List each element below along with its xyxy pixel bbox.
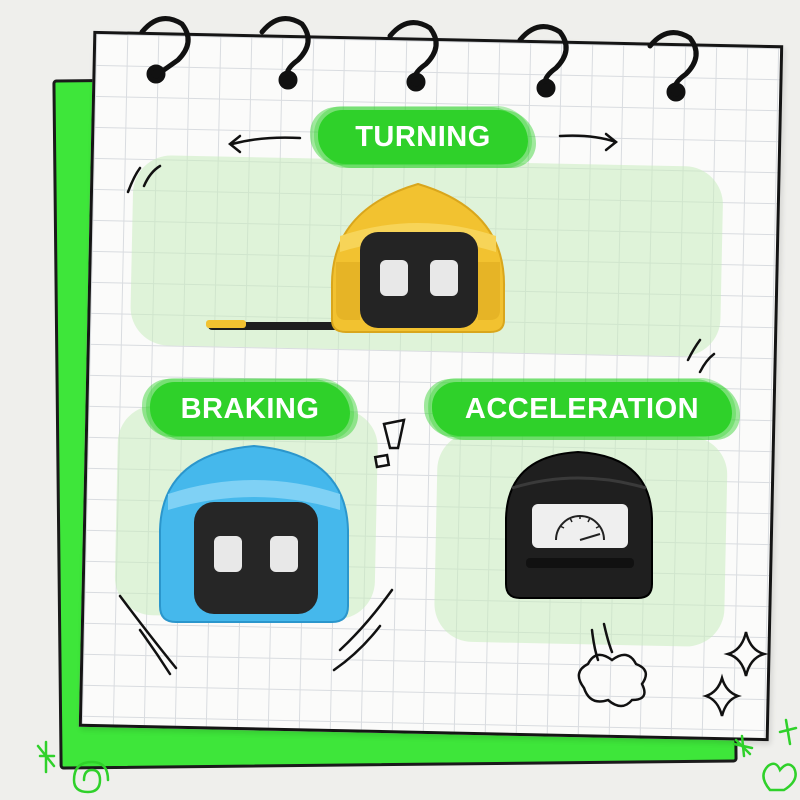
robot-face-screen [360,232,478,328]
puff-cloud-icon [577,653,648,708]
arrow-left-icon [227,134,302,154]
spiral-ring-icon [647,30,699,102]
spiral-doodle-icon [72,760,110,794]
sparkle-icon [723,631,769,677]
turning-label: TURNING [318,110,528,164]
yellow-helmet-robot [206,182,506,333]
robot-face-screen [194,502,318,614]
exclamation-icon [373,418,406,469]
spiral-ring-icon [139,16,191,84]
spiral-ring-icon [387,20,439,92]
spiral-ring-icon [517,24,569,98]
black-helmet-robot [505,450,653,599]
speedometer-icon [555,515,605,541]
right-eye [270,536,298,572]
blue-helmet-robot [159,444,349,623]
left-eye [214,536,242,572]
star-doodle-icon [36,740,56,774]
star-doodle-icon [732,734,754,758]
left-eye [380,260,408,296]
acceleration-label: ACCELERATION [432,382,732,436]
heart-doodle-icon [762,762,797,792]
spiral-ring-icon [259,16,311,90]
braking-label: BRAKING [150,382,350,436]
arrow-right-icon [558,132,619,152]
star-doodle-icon [778,718,798,746]
right-eye [430,260,458,296]
sparkle-icon [702,673,742,717]
